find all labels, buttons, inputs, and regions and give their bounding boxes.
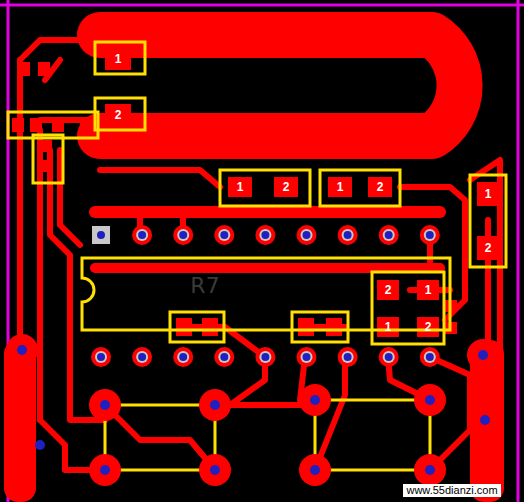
pin-pad [255,225,275,245]
terminal-pad [299,384,331,416]
pin-pad [342,351,354,363]
terminal-pad [414,454,446,486]
pin-pad [136,229,148,241]
terminal-pad [89,454,121,486]
pin-pad [91,347,111,367]
pad-number: 2 [485,242,492,254]
watermark: www.55dianzi.com [403,484,500,497]
pin-pad [301,351,313,363]
pad-number: 1 [385,321,392,333]
drill-hole [310,395,320,405]
pin-pad [342,229,354,241]
drill-hole [344,231,352,239]
pin-pad [136,351,148,363]
drill-hole [478,350,488,360]
pin-pad [259,229,271,241]
drill-hole [210,400,220,410]
terminal-pad [89,389,121,421]
pin-pad [173,347,193,367]
part-name: R7 [190,275,219,297]
drill-hole [138,231,146,239]
drill-hole [220,231,228,239]
pin-pad [297,225,317,245]
pin-pad [301,229,313,241]
pin-pad [338,225,358,245]
drill-hole [426,353,434,361]
drill-hole [425,465,435,475]
drill-hole [100,400,110,410]
pin-pad [177,229,189,241]
drill-hole [138,353,146,361]
pin-pad [132,347,152,367]
drill-hole [100,465,110,475]
pad-number: 1 [425,284,432,296]
drill-hole [261,353,269,361]
pin-pad [214,347,234,367]
pad-number: 2 [115,109,122,121]
drill-hole [344,353,352,361]
pin-pad [420,347,440,367]
drill-hole [426,231,434,239]
pin-pad [379,347,399,367]
pad-number: 2 [283,181,290,193]
drill-hole [97,231,105,239]
drill-hole [17,345,27,355]
drill-hole [179,231,187,239]
drill-hole [261,231,269,239]
pin-pad [259,351,271,363]
pad-number: 2 [385,284,392,296]
terminal-pad [299,454,331,486]
pin-pad [255,347,275,367]
pad-number: 1 [237,181,244,193]
terminal-pad [199,454,231,486]
pin-pad [297,347,317,367]
drill-hole [385,231,393,239]
drill-hole [303,231,311,239]
drill-hole [220,353,228,361]
pin-pad [95,351,107,363]
pin-pad [424,229,436,241]
drill-hole [97,353,105,361]
pin-pad [132,225,152,245]
drill-hole [179,353,187,361]
terminal-pad [6,334,38,366]
terminal-pad [199,389,231,421]
pad-number: 2 [425,321,432,333]
pin-pad [218,229,230,241]
terminal-pad [414,384,446,416]
drill-hole [210,465,220,475]
pin-pad [338,347,358,367]
pad-number: 1 [115,53,122,65]
drill-hole [385,353,393,361]
pin-pad [214,225,234,245]
pin-pad [383,229,395,241]
pad-number: 1 [337,181,344,193]
pin-pad [92,226,110,244]
pin-pad [173,225,193,245]
drill-hole [425,395,435,405]
drill-hole [303,353,311,361]
pin-pad [177,351,189,363]
pin-pad [218,351,230,363]
pad-number: 1 [485,188,492,200]
pin-pad [420,225,440,245]
pin-pad [424,351,436,363]
drill-hole [310,465,320,475]
terminal-pad [467,339,499,371]
pad-number: 2 [377,181,384,193]
pin-pad [379,225,399,245]
pin-pad [383,351,395,363]
